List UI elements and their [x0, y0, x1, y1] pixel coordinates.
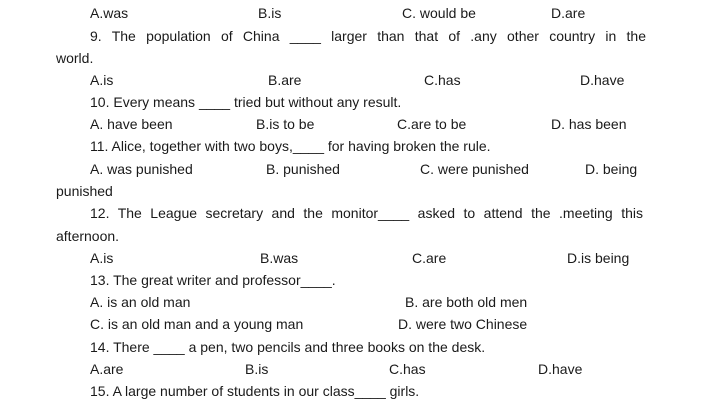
q12-option-d: D.is being — [567, 250, 630, 266]
q11-stem: 11. Alice, together with two boys,____ f… — [90, 138, 491, 154]
q11-option-c: C. were punished — [420, 161, 529, 177]
q14-option-c: C.has — [389, 361, 426, 377]
q12-option-a: A.is — [90, 250, 114, 266]
q9-stem: 9. The population of China ____ larger t… — [90, 28, 646, 44]
q13-option-d: D. were two Chinese — [398, 316, 528, 332]
q13-stem: 13. The great writer and professor____. — [90, 272, 336, 288]
q13-option-a: A. is an old man — [90, 294, 191, 310]
q10-option-b: B.is to be — [256, 116, 315, 132]
q10-option-c: C.are to be — [397, 116, 467, 132]
q15-stem: 15. A large number of students in our cl… — [90, 383, 420, 399]
q8-option-b: B.is — [258, 5, 282, 21]
q9-stem-cont: world. — [56, 50, 94, 66]
q14-option-d: D.have — [538, 361, 583, 377]
q14-option-b: B.is — [245, 361, 269, 377]
q10-option-a: A. have been — [90, 116, 173, 132]
q10-stem: 10. Every means ____ tried but without a… — [90, 94, 402, 110]
q8-option-d: D.are — [551, 5, 586, 21]
q11-option-b: B. punished — [266, 161, 340, 177]
q12-stem: 12. The League secretary and the monitor… — [90, 205, 643, 221]
q8-option-c: C. would be — [402, 5, 476, 21]
q12-stem-cont: afternoon. — [56, 228, 120, 244]
q9-option-b: B.are — [268, 72, 302, 88]
q12-option-c: C.are — [412, 250, 447, 266]
q11-option-cont: punished — [56, 183, 113, 199]
q11-option-d: D. being — [585, 161, 638, 177]
q13-option-b: B. are both old men — [405, 294, 528, 310]
q8-option-a: A.was — [90, 5, 129, 21]
q11-option-a: A. was punished — [90, 161, 193, 177]
q9-option-d: D.have — [580, 72, 625, 88]
q9-option-a: A.is — [90, 72, 114, 88]
q10-option-d: D. has been — [551, 116, 627, 132]
q14-stem: 14. There ____ a pen, two pencils and th… — [90, 339, 486, 355]
q12-option-b: B.was — [260, 250, 299, 266]
q9-option-c: C.has — [424, 72, 461, 88]
q13-option-c: C. is an old man and a young man — [90, 316, 304, 332]
q14-option-a: A.are — [90, 361, 124, 377]
